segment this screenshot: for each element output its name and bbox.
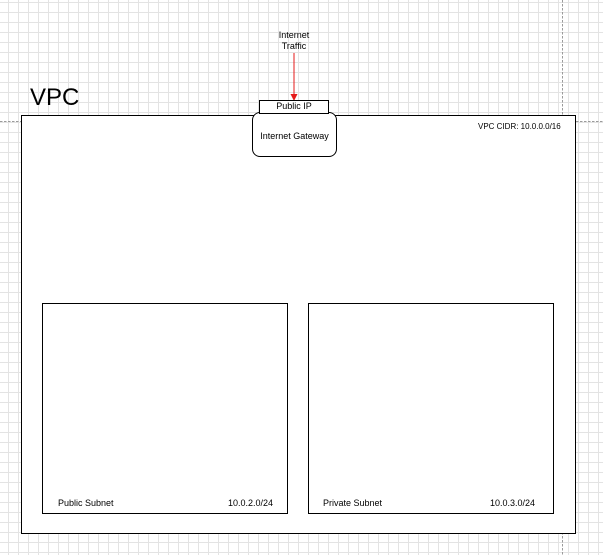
public-ip-box[interactable] bbox=[259, 100, 329, 114]
internet-traffic-label-line2: Traffic bbox=[281, 41, 307, 51]
public-subnet-name: Public Subnet bbox=[58, 498, 114, 508]
internet-gateway-label: Internet Gateway bbox=[260, 131, 329, 141]
public-ip-label: Public IP bbox=[276, 101, 312, 111]
public-subnet-cidr: 10.0.2.0/24 bbox=[228, 498, 274, 508]
vpc-title: VPC bbox=[30, 84, 80, 111]
private-subnet-cidr: 10.0.3.0/24 bbox=[490, 498, 536, 508]
private-subnet-name: Private Subnet bbox=[323, 498, 383, 508]
internet-traffic-label-line1: Internet bbox=[278, 30, 310, 40]
vpc-cidr-label: VPC CIDR: 10.0.0.0/16 bbox=[478, 122, 561, 131]
public-subnet-box[interactable] bbox=[42, 303, 288, 514]
internet-traffic-label: Internet Traffic bbox=[270, 30, 318, 52]
internet-gateway-box[interactable] bbox=[252, 112, 337, 157]
arrow-head bbox=[290, 94, 298, 101]
private-subnet-box[interactable] bbox=[308, 303, 554, 514]
